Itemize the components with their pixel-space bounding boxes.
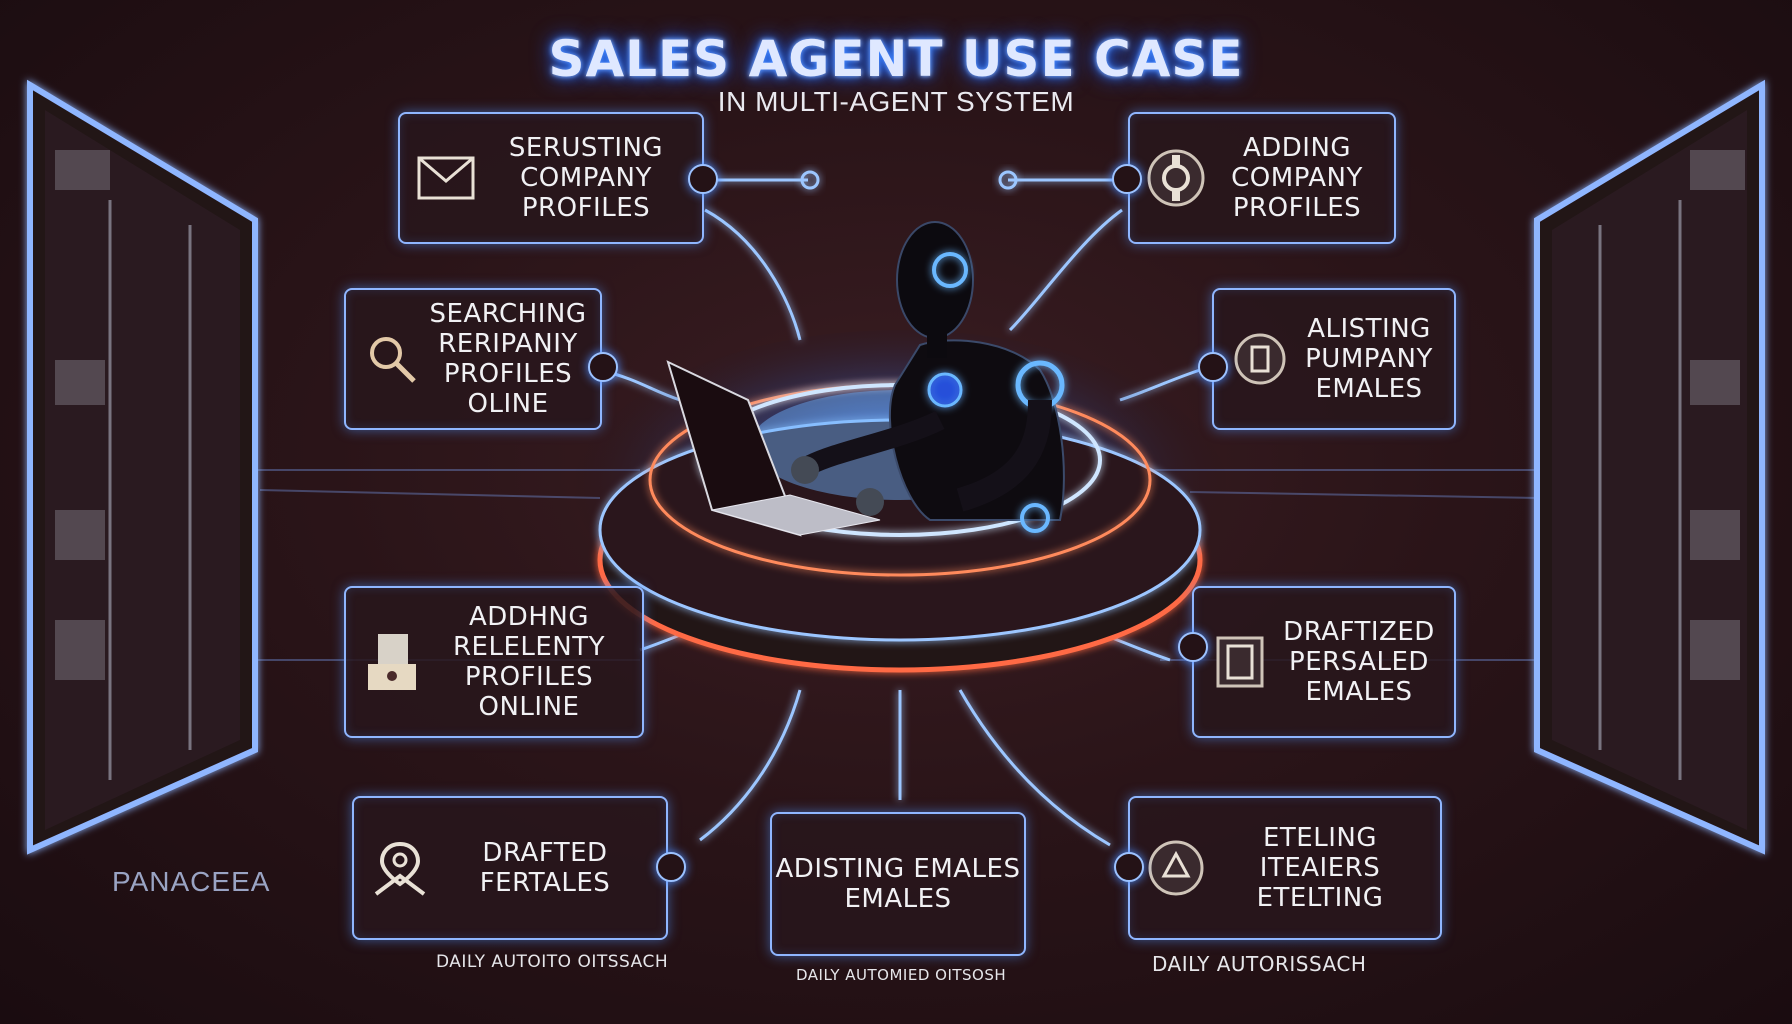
page-subtitle: IN MULTI-AGENT SYSTEM (717, 86, 1075, 117)
card-adisting-emales[interactable]: ADISTING EMALES EMALES (770, 812, 1026, 956)
location-mail-icon (368, 836, 432, 900)
badge-icon (1144, 836, 1208, 900)
card-label: ADDHNG RELELENTY PROFILES ONLINE (452, 602, 606, 722)
connector-node (1198, 352, 1228, 382)
card-label: SERUSTING COMPANY PROFILES (508, 133, 664, 223)
connector-node (800, 170, 820, 190)
left-side-screen (27, 79, 258, 855)
connector-node (588, 352, 618, 382)
card-label: ADISTING EMALES EMALES (775, 854, 1021, 914)
laptop-illustration (666, 360, 881, 537)
connector-node (998, 170, 1018, 190)
page-title: SALES AGENT USE CASE (548, 30, 1244, 88)
document-folder-icon (360, 630, 424, 694)
card-adding-company-profiles[interactable]: ADDING COMPANY PROFILES (1128, 112, 1396, 244)
right-side-screen (1534, 79, 1765, 855)
card-drafted-fertales[interactable]: DRAFTED FERTALES (352, 796, 668, 940)
card-eteling-iteaiers[interactable]: ETELING ITEAIERS ETELTING (1128, 796, 1442, 940)
caption-center: DAILY AUTOMIED OITSOSH (796, 966, 1007, 984)
caption-left: DAILY AUTOITO OITSSACH (436, 952, 669, 972)
card-label: DRAFTIZED PERSALED EMALES (1283, 617, 1435, 707)
card-draftized-persaled-emales[interactable]: DRAFTIZED PERSALED EMALES (1192, 586, 1456, 738)
card-addhng-relelenty-profiles[interactable]: ADDHNG RELELENTY PROFILES ONLINE (344, 586, 644, 738)
connector-node (656, 852, 686, 882)
connector-node (1112, 164, 1142, 194)
card-searching-profiles-online[interactable]: SEARCHING RERIPANIY PROFILES OLINE (344, 288, 602, 430)
caption-right: DAILY AUTORISSACH (1152, 952, 1367, 976)
card-label: DRAFTED FERTALES (479, 838, 611, 898)
card-serusting-company-profiles[interactable]: SERUSTING COMPANY PROFILES (398, 112, 704, 244)
magnifier-hand-icon (360, 327, 424, 391)
connector-node (688, 164, 718, 194)
gear-badge-icon (1144, 146, 1208, 210)
envelope-icon (414, 146, 478, 210)
card-label: ADDING COMPANY PROFILES (1231, 133, 1363, 223)
document-frame-icon (1208, 630, 1272, 694)
connector-node (1178, 632, 1208, 662)
emblem-icon (1228, 327, 1292, 391)
card-label: ALISTING PUMPANY EMALES (1305, 314, 1433, 404)
connector-node (1114, 852, 1144, 882)
card-alisting-pumpany-emales[interactable]: ALISTING PUMPANY EMALES (1212, 288, 1456, 430)
brand-name: PANACEEA (112, 866, 271, 897)
card-label: SEARCHING RERIPANIY PROFILES OLINE (429, 299, 587, 419)
card-label: ETELING ITEAIERS ETELTING (1256, 823, 1384, 913)
robot-agent-figure (791, 221, 1065, 533)
